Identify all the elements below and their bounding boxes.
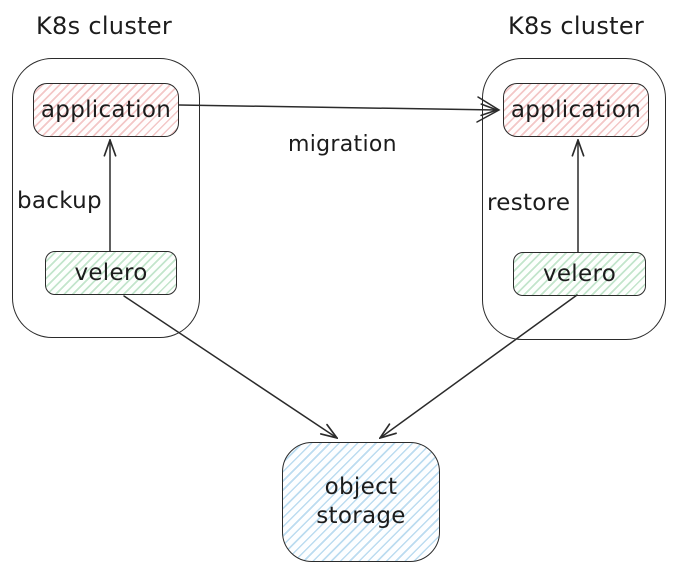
left-application-label: application (40, 96, 172, 123)
backup-label: backup (17, 188, 102, 214)
right-cluster-title: K8s cluster (508, 12, 645, 40)
migration-label: migration (288, 132, 397, 157)
object-storage-node: object storage (282, 442, 440, 562)
left-application-node: application (33, 83, 179, 137)
right-application-label: application (510, 96, 642, 123)
left-velero-label: velero (74, 259, 148, 286)
restore-label: restore (487, 190, 571, 216)
object-storage-label-line2: storage (316, 503, 406, 529)
right-velero-node: velero (513, 252, 646, 296)
right-application-node: application (503, 83, 649, 137)
left-cluster-title: K8s cluster (36, 12, 173, 40)
right-velero-label: velero (542, 260, 617, 287)
left-velero-node: velero (45, 251, 177, 295)
left-cluster-box (12, 58, 200, 338)
migration-arrow (178, 96, 501, 123)
object-storage-label-line1: object (324, 474, 398, 501)
